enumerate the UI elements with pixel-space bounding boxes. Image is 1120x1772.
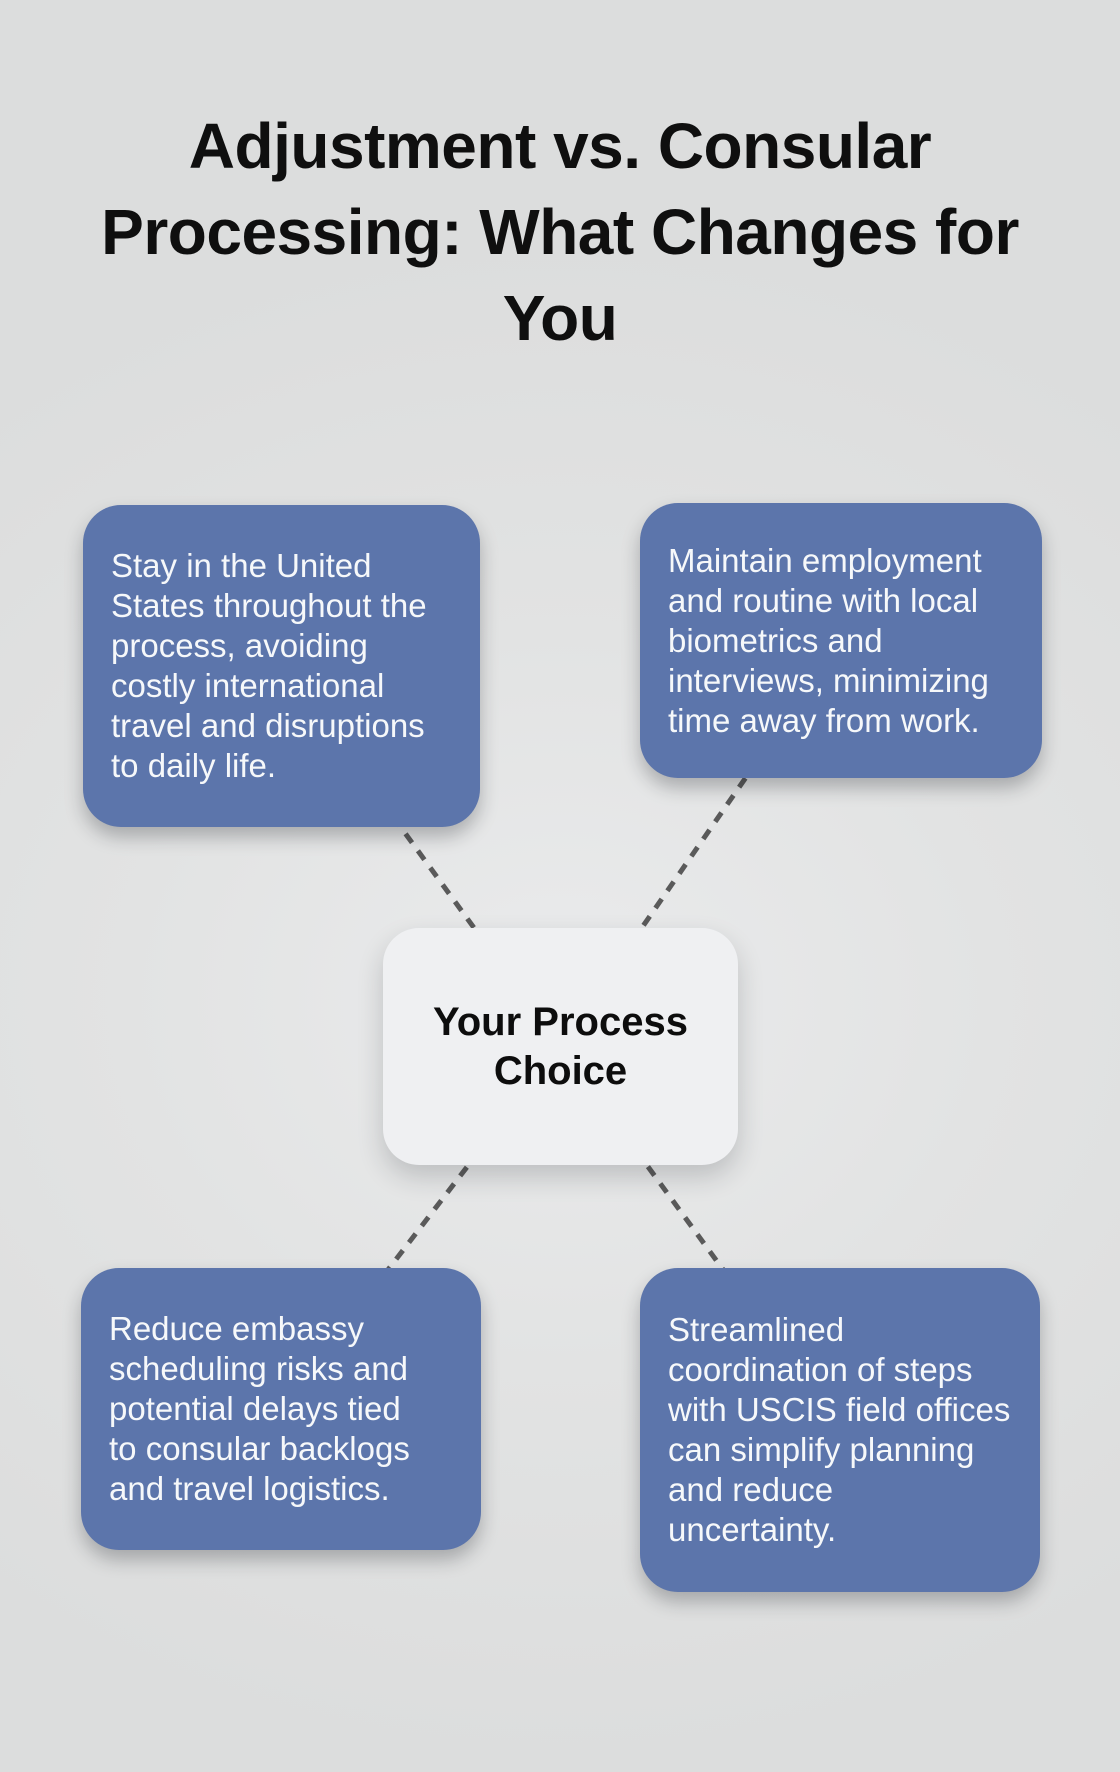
text-line: to daily life.: [111, 747, 277, 784]
text-line: Processing: What Changes for: [101, 196, 1019, 268]
text-line: Streamlined: [668, 1311, 845, 1348]
text-line: process, avoiding: [111, 627, 368, 664]
text-line: biometrics and: [668, 621, 883, 659]
text-line: Choice: [493, 1048, 628, 1093]
text-line: with USCIS field offices: [668, 1391, 1011, 1428]
connector-top-left: [279, 662, 563, 1048]
connector-bottom-right: [557, 1044, 843, 1432]
text-line: States throughout the: [111, 587, 427, 624]
text-line: Your Process: [433, 999, 688, 1044]
text-line: travel and disruptions: [111, 707, 425, 744]
text-line: Reduce embassy: [109, 1310, 364, 1347]
text-line: time away from work.: [668, 701, 980, 739]
text-line: can simplify planning: [668, 1431, 975, 1468]
text-line: and routine with local: [668, 581, 979, 619]
text-line: Stay in the United: [111, 547, 372, 584]
text-line: uncertainty.: [668, 1511, 837, 1548]
text-line: interviews, minimizing: [668, 661, 989, 699]
text-line: coordination of steps: [668, 1351, 973, 1388]
text-line: potential delays tied: [109, 1390, 401, 1427]
text-line: costly international: [111, 667, 385, 704]
text-line: You: [502, 282, 618, 354]
text-line: scheduling risks and: [109, 1350, 408, 1387]
text-line: Maintain employment: [668, 541, 982, 579]
text-line: and reduce: [668, 1471, 834, 1508]
text-line: and travel logistics.: [109, 1470, 390, 1507]
text-line: Adjustment vs. Consular: [188, 110, 932, 182]
text-line: to consular backlogs: [109, 1430, 410, 1467]
